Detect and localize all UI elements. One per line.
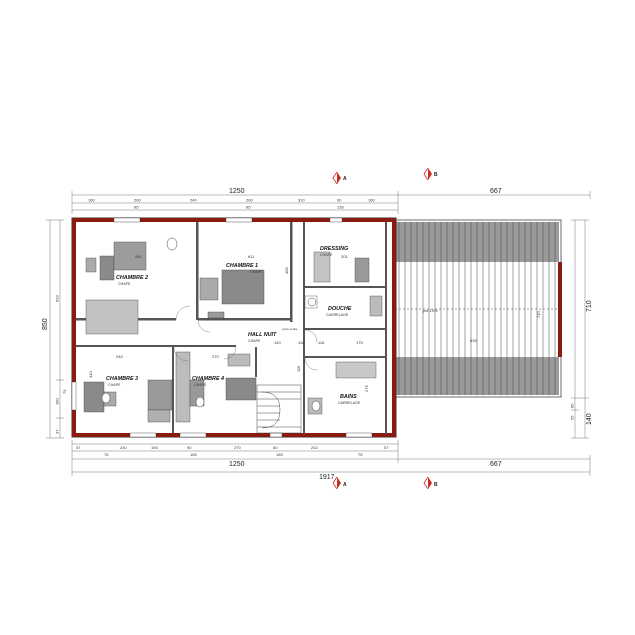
dim-left-overall: 850: [42, 318, 49, 330]
dim-bottom-seg-1: 57: [76, 445, 81, 450]
dim-bottom-overall: 1917: [319, 474, 335, 481]
section-marker-b-top: B: [423, 167, 438, 181]
dim-top-total-right: 667: [490, 188, 502, 195]
misc-label-1: 400: [284, 267, 289, 274]
sanitary-fixtures: [101, 237, 321, 412]
roof-rafters: [395, 222, 559, 395]
room-name-chambre-4: CHAMBRE 4: [192, 376, 224, 382]
room-size-chambre-2: 440: [135, 254, 142, 259]
room-name-dressing: DRESSING: [320, 246, 349, 252]
dim-top-seg-7: 160: [368, 198, 375, 203]
room-floor-bains: CARRELAGE: [338, 401, 361, 405]
room-floor-chambre-2: CHAPE: [118, 282, 131, 286]
room-floor-douche: CARRELAGE: [326, 313, 349, 317]
roof-slope-label: pte 10%: [423, 308, 438, 313]
dim-top-seg-3: 240: [190, 198, 197, 203]
top-dimensions: [71, 191, 591, 214]
dim-left-inner: 633: [55, 295, 60, 302]
dim-bottom-seg-7: 202: [311, 445, 318, 450]
dim-top-seg-1: 160: [88, 198, 95, 203]
room-name-chambre-2: CHAMBRE 2: [116, 275, 148, 281]
dim-bottom-total-left: 1250: [229, 461, 245, 468]
misc-label-5: 116: [296, 365, 301, 372]
room-size-chambre-4: 270: [212, 354, 219, 359]
room-size-hall-nuit: 140: [274, 340, 281, 345]
dim-right-lower: 140: [586, 413, 593, 425]
dim-bottom-seg-3: 194: [151, 445, 158, 450]
dim-bottom-seg-2: 240: [120, 445, 127, 450]
dim-bottom-seg-6: 60: [273, 445, 278, 450]
room-size-bains: 276: [364, 385, 369, 392]
dim-bottom-seg-4: 90: [187, 445, 192, 450]
room-floor-dressing: CHAPE: [320, 253, 333, 257]
room-floor-chambre-1: CHAPE: [250, 270, 263, 274]
section-label-b-top: B: [434, 172, 438, 178]
room-floor-chambre-3: CHAPE: [108, 383, 121, 387]
dim-bottom-sub-3: 165: [276, 452, 283, 457]
room-size-chambre-1: 611: [248, 254, 255, 259]
room-name-chambre-3: CHAMBRE 3: [106, 376, 138, 382]
left-dimensions: [46, 219, 64, 439]
dim-right-small-b: 55: [570, 415, 575, 420]
room-size-chambre-3: 240: [116, 354, 123, 359]
dim-top-seg-2: 200: [134, 198, 141, 203]
dim-left-lower: 180: [55, 398, 60, 405]
room-floor-chambre-4: CHAPE: [194, 383, 207, 387]
roof-width-label: 630: [470, 338, 477, 343]
dim-top-seg-4: 200: [246, 198, 253, 203]
room-size-dressing: 201: [341, 254, 348, 259]
room-floor-hall-nuit: CHAPE: [248, 339, 261, 343]
dim-top-sub-2: 95: [246, 205, 251, 210]
dim-bottom-sub-2: 165: [190, 452, 197, 457]
bottom-dimensions: [71, 440, 591, 476]
section-label-b-bottom: B: [434, 482, 438, 488]
dim-top-sub-3: 135: [337, 205, 344, 210]
misc-label-3: 175: [356, 340, 363, 345]
dim-top-sub-1: 95: [134, 205, 139, 210]
room-size-douche: 116: [318, 340, 325, 345]
roof-height-label: 710: [536, 311, 541, 318]
room-name-chambre-1: CHAMBRE 1: [226, 263, 258, 269]
right-dimensions: [571, 219, 589, 439]
dim-left-small-b: 75: [62, 389, 67, 394]
dim-left-small-a: 37: [55, 429, 60, 434]
dim-bottom-sub-4: 75: [358, 452, 363, 457]
staircase: [256, 384, 302, 434]
misc-label-6: porte coulis.: [282, 327, 298, 331]
door-swings: [173, 305, 318, 371]
dim-right-overall: 710: [586, 300, 593, 312]
dim-bottom-seg-8: 57: [384, 445, 389, 450]
misc-label-2: 410: [88, 371, 93, 378]
room-name-douche: DOUCHE: [328, 306, 352, 312]
section-label-a-top: A: [343, 176, 347, 182]
misc-label-4: 116: [298, 340, 305, 345]
dim-right-small-a: 85: [570, 403, 575, 408]
dim-bottom-sub-1: 75: [104, 452, 109, 457]
dim-top-total-left: 1250: [229, 188, 245, 195]
dim-top-seg-6: 90: [337, 198, 342, 203]
room-name-hall-nuit: HALL NUIT: [248, 332, 277, 338]
roof-edge-right: [558, 262, 562, 357]
dim-bottom-total-right: 667: [490, 461, 502, 468]
section-marker-a-top: A: [332, 171, 347, 185]
section-marker-b-bottom: B: [423, 476, 438, 490]
section-label-a-bottom: A: [343, 482, 347, 488]
dim-top-seg-5: 310: [298, 198, 305, 203]
dim-bottom-seg-5: 270: [234, 445, 241, 450]
section-marker-a-bottom: A: [332, 476, 347, 490]
room-name-bains: BAINS: [340, 394, 357, 400]
